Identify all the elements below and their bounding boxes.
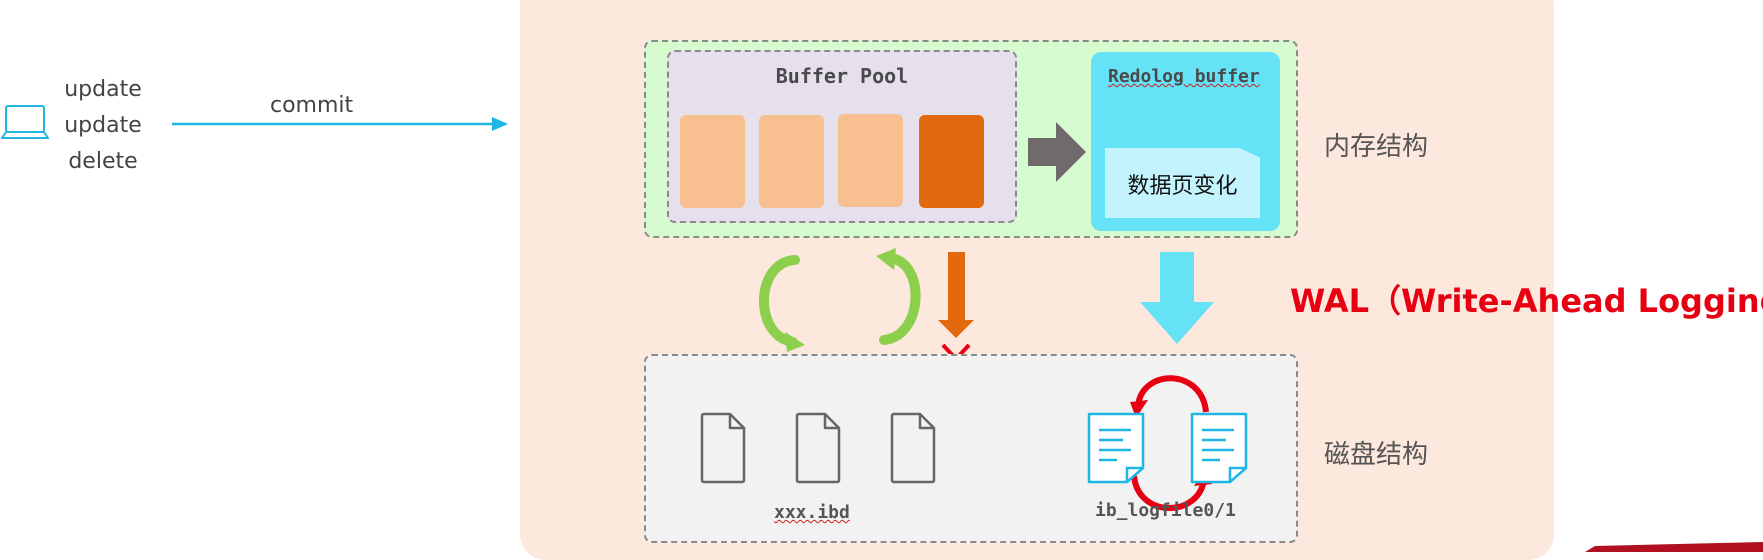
client-operations: update update delete <box>58 72 148 180</box>
memory-structure-label: 内存结构 <box>1324 132 1429 162</box>
redolog-flush-arrow <box>1140 252 1214 344</box>
redolog-buffer-title: Redolog buffer <box>1108 66 1260 87</box>
flush-page-arrow-icon <box>876 248 921 345</box>
operation-delete: delete <box>68 149 138 174</box>
buffer-page-1 <box>680 115 745 208</box>
logfile-label: ib_logfile0/1 <box>1095 500 1236 521</box>
buffer-page-2 <box>759 115 824 208</box>
data-file-icon <box>795 412 841 484</box>
commit-arrow <box>172 117 508 131</box>
dirty-page <box>919 115 984 208</box>
ibd-file-label: xxx.ibd <box>774 502 850 523</box>
direct-flush-arrow <box>938 252 974 338</box>
redo-log-file-icon <box>1087 412 1145 484</box>
page-change-label: 数据页变化 <box>1127 174 1238 199</box>
corner-accent <box>1585 542 1763 552</box>
operation-update-1: update <box>64 77 142 102</box>
data-file-icon <box>700 412 746 484</box>
redo-log-file-icon <box>1190 412 1248 484</box>
disk-structure-label: 磁盘结构 <box>1324 440 1429 470</box>
wal-title: WAL（Write-Ahead Logging） <box>1290 282 1763 320</box>
data-file-icon <box>890 412 936 484</box>
commit-label: commit <box>270 93 354 118</box>
buffer-to-redolog-arrow <box>1028 122 1086 182</box>
buffer-page-3 <box>838 114 903 207</box>
load-page-arrow-icon <box>759 255 805 352</box>
laptop-icon <box>1 105 49 139</box>
page-change-record <box>1105 148 1260 218</box>
buffer-pool-title: Buffer Pool <box>775 64 909 88</box>
operation-update-2: update <box>64 113 142 138</box>
